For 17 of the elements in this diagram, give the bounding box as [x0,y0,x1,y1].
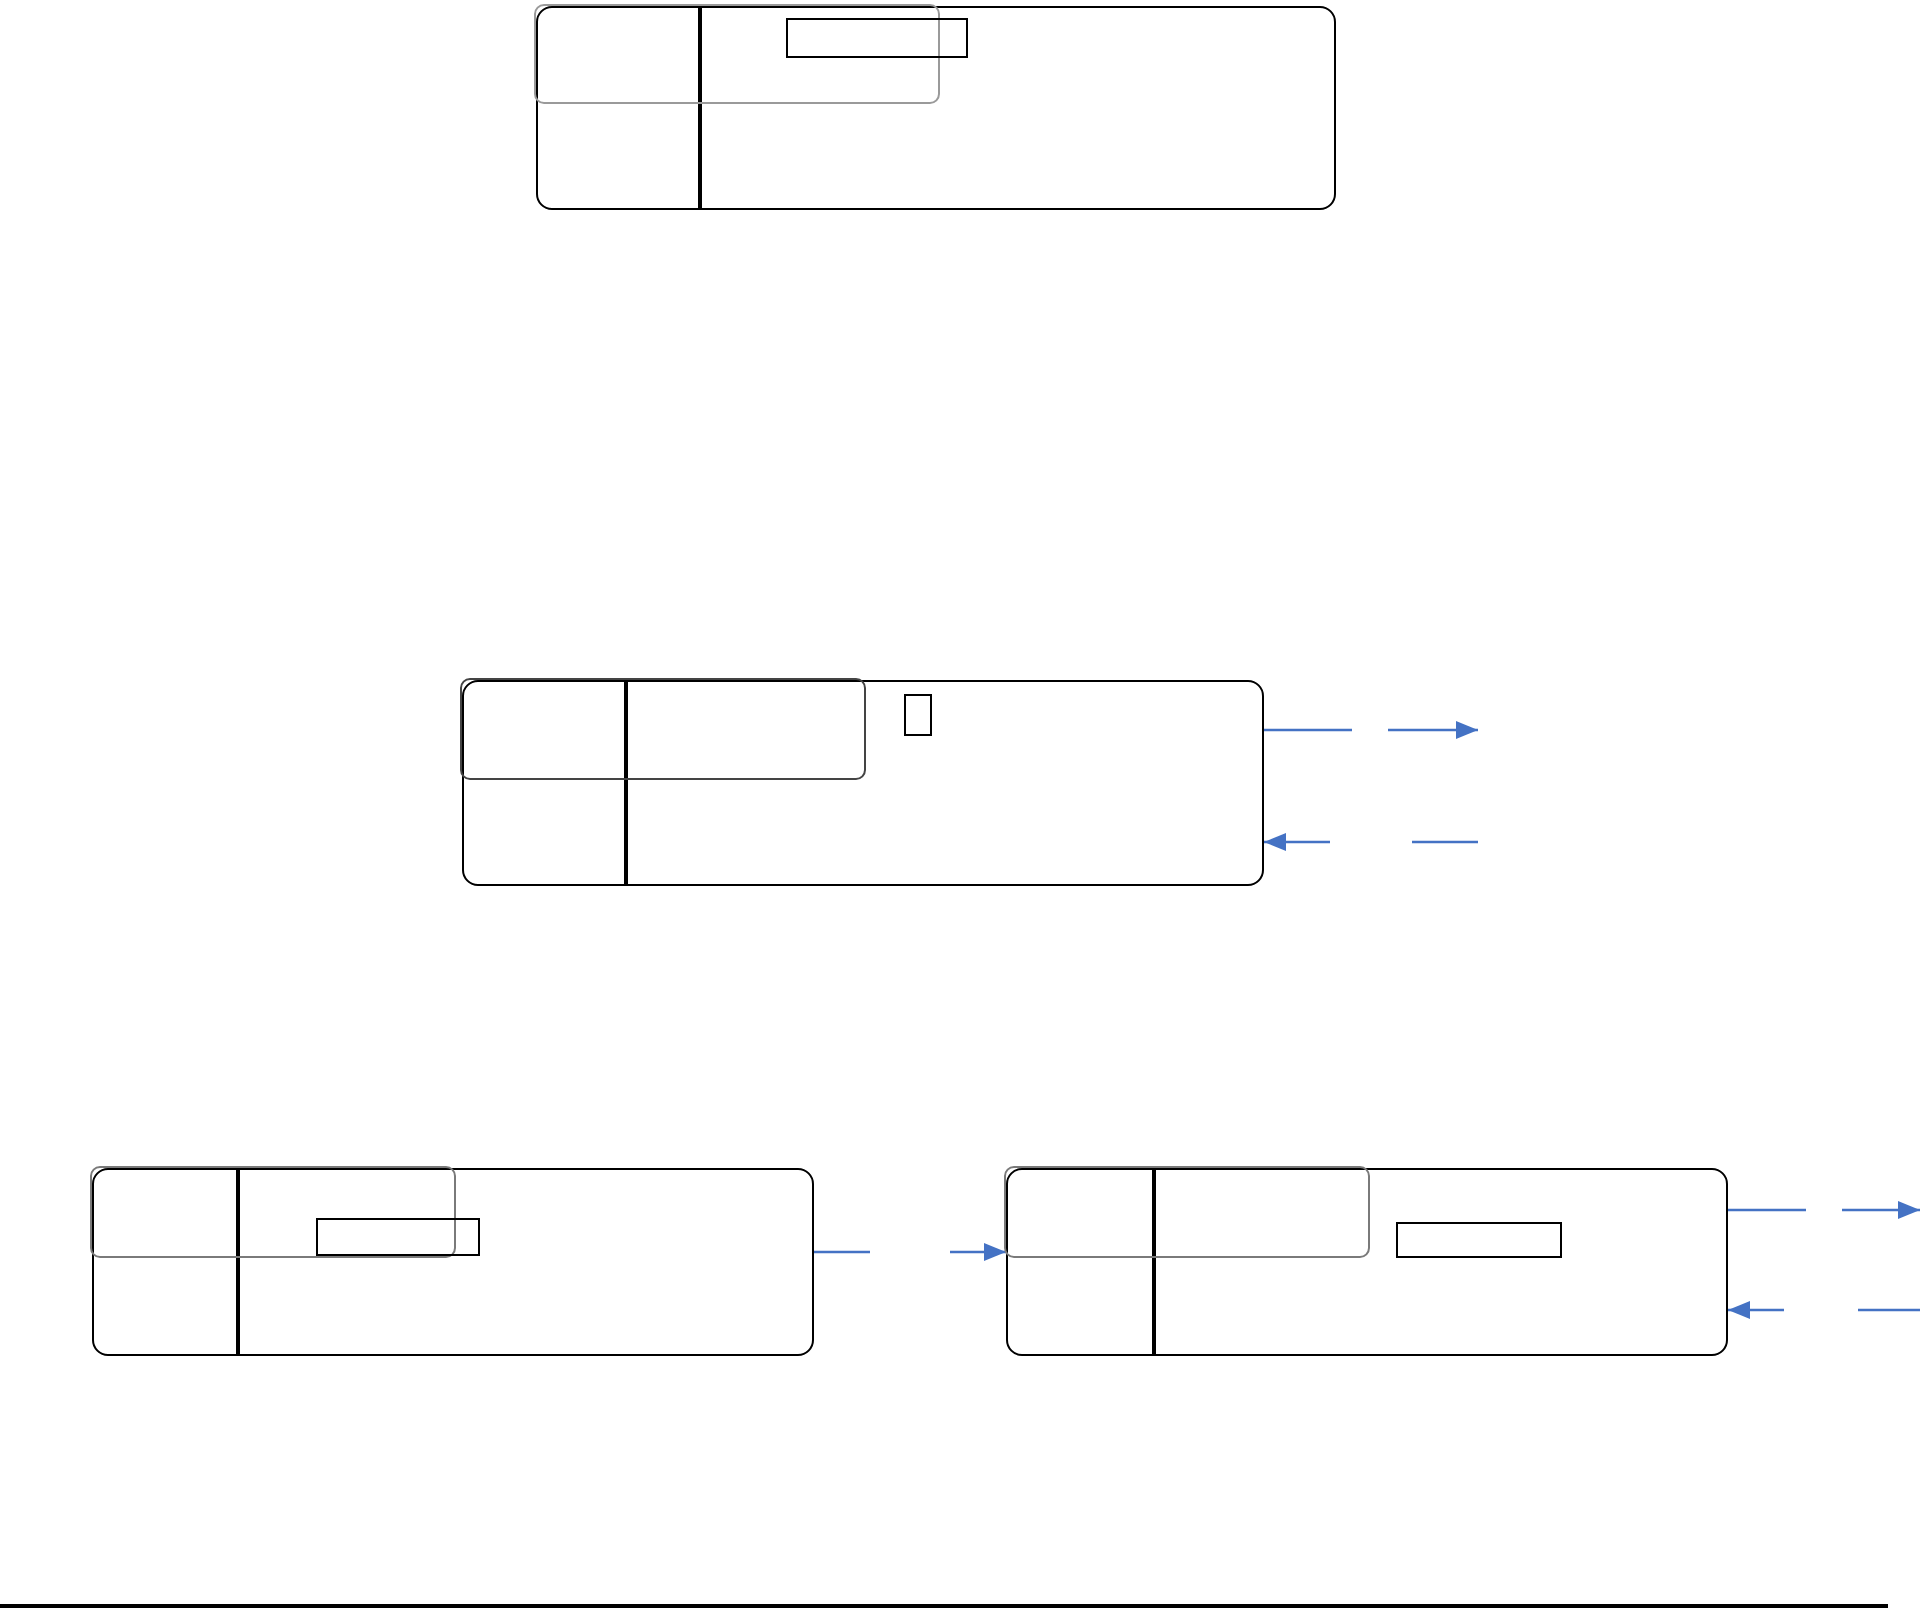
small-rectangle [316,1218,481,1257]
inner-rounded-frame [90,1166,457,1259]
inner-rounded-frame [460,678,867,781]
arrow [814,1243,1006,1261]
small-rectangle [904,694,933,737]
rounded-frame [1006,1168,1728,1356]
rounded-frame [462,680,1264,886]
small-rectangle [786,18,969,59]
arrow [1264,721,1478,739]
inner-rounded-frame [534,4,941,105]
inner-rounded-frame [1004,1166,1371,1259]
rounded-frame [536,6,1336,210]
arrow [1728,1301,1920,1319]
small-rectangle [1396,1222,1563,1259]
rounded-frame [92,1168,814,1356]
arrow [1728,1201,1920,1219]
arrow [1264,833,1478,851]
